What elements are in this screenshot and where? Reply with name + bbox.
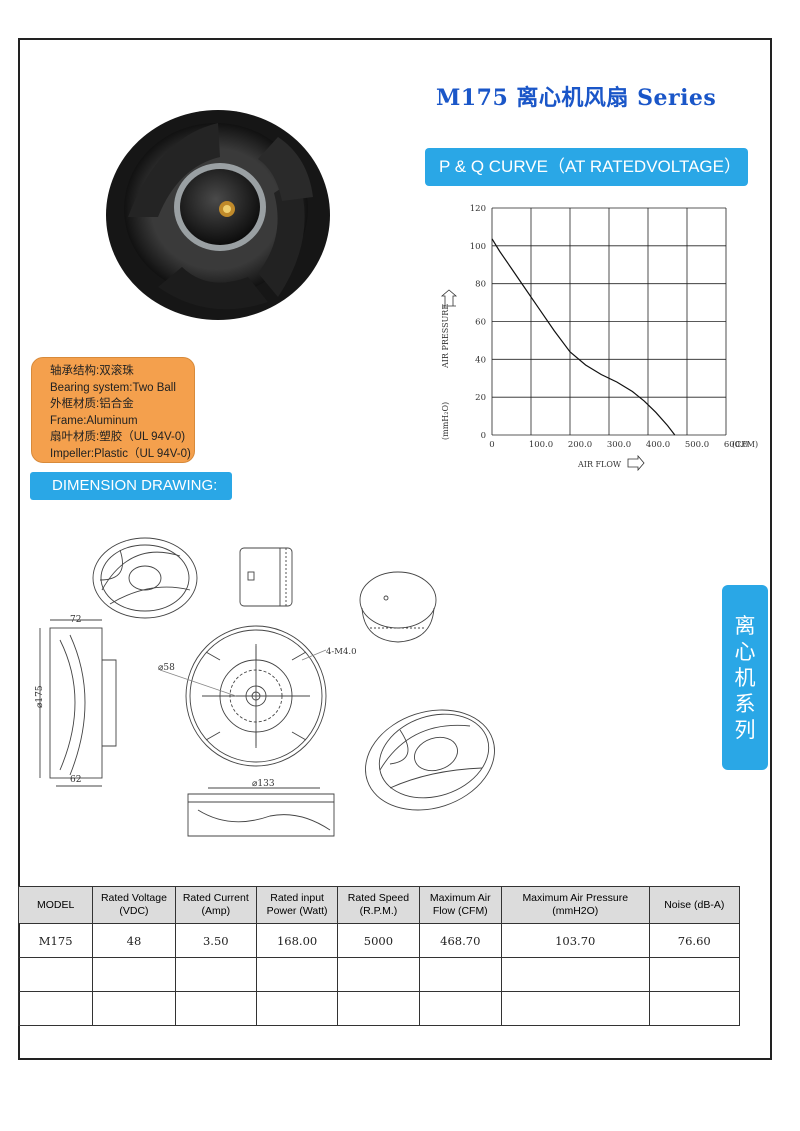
y-axis-arrow-icon — [440, 289, 458, 307]
cell-empty — [337, 957, 420, 992]
y-tick-label: 120 — [470, 204, 486, 214]
x-unit-label: (CFM) — [732, 440, 758, 449]
side-tab-char: 心 — [734, 639, 756, 664]
y-tick-label: 0 — [481, 431, 486, 441]
y-tick-label: 40 — [475, 355, 486, 365]
spec-frame-cn: 外框材质:铝合金 — [50, 398, 134, 411]
cell-empty — [500, 957, 650, 992]
y-tick-label: 20 — [475, 393, 486, 403]
dim-holes: 4-M4.0 — [326, 647, 357, 657]
series-side-tab: 离 心 机 系 列 — [722, 585, 768, 770]
y-tick-label: 80 — [475, 280, 486, 290]
iso-fan-outline-bottom — [365, 709, 495, 811]
dimension-drawing-banner: DIMENSION DRAWING: — [30, 472, 232, 500]
cell-empty — [418, 957, 502, 992]
spec-table: MODEL Rated Voltage(VDC) Rated Current(A… — [17, 886, 741, 1026]
cell-empty — [418, 991, 502, 1026]
pq-curve-banner: P & Q CURVE（AT RATEDVOLTAGE） — [425, 148, 748, 186]
cell-empty — [500, 991, 650, 1026]
y-axis-label: AIR PRESSURE — [441, 304, 450, 369]
dim-width-bottom: 62 — [70, 775, 81, 785]
x-tick-label: 200.0 — [568, 440, 592, 450]
side-tab-char: 系 — [734, 691, 756, 716]
cell-noise: 76.60 — [648, 923, 741, 958]
dim-inner-dia: ⌀133 — [252, 779, 275, 789]
cell-current: 3.50 — [174, 923, 257, 958]
cell-empty — [17, 957, 94, 992]
table-row — [17, 991, 741, 1026]
pq-curve-chart: 0 100.0 200.0 300.0 400.0 500.0 600.0 0 20 40 60 80… — [440, 204, 758, 472]
spec-impeller-en: Impeller:Plastic（UL 94V-0) — [50, 447, 191, 460]
page-frame — [18, 38, 772, 1060]
pq-curve-line — [491, 238, 676, 436]
page-title: M175 离心机风扇 Series — [436, 85, 717, 111]
x-axis-arrow-icon — [627, 454, 645, 472]
header-noise: Noise (dB-A) — [648, 886, 741, 924]
x-tick-label: 400.0 — [646, 440, 670, 450]
motor-iso-view — [359, 571, 437, 643]
x-tick-label: 500.0 — [685, 440, 709, 450]
side-tab-char: 机 — [734, 665, 756, 690]
x-tick-label: 0 — [489, 440, 494, 450]
table-header-row: MODEL Rated Voltage(VDC) Rated Current(A… — [17, 886, 741, 924]
cell-empty — [255, 991, 339, 1026]
header-max-pressure: Maximum Air Pressure(mmH2O) — [500, 886, 650, 924]
spec-bearing-en: Bearing system:Two Ball — [50, 381, 176, 394]
front-view-drawing — [159, 625, 327, 767]
cell-empty — [648, 957, 741, 992]
dimension-drawings: 72 ⌀175 62 ⌀58 4-M4.0 ⌀133 — [35, 537, 495, 837]
side-tab-char: 列 — [734, 717, 756, 742]
table-row: M175 48 3.50 168.00 5000 468.70 103.70 7… — [17, 923, 741, 958]
dim-height-side: ⌀175 — [35, 685, 45, 708]
x-axis-label: AIR FLOW — [577, 460, 622, 469]
header-rated-speed: Rated Speed(R.P.M.) — [337, 886, 420, 924]
cell-empty — [648, 991, 741, 1026]
cell-power: 168.00 — [255, 923, 339, 958]
iso-fan-outline-top — [92, 537, 198, 619]
x-tick-label: 300.0 — [607, 440, 631, 450]
header-model: MODEL — [17, 886, 94, 924]
cell-model: M175 — [17, 923, 94, 958]
table-row — [17, 957, 741, 992]
bottom-profile-drawing — [187, 787, 335, 837]
x-tick-label: 600.0 — [724, 440, 748, 450]
cell-pressure: 103.70 — [500, 923, 650, 958]
dim-width-top: 72 — [70, 615, 81, 625]
fan-product-image — [106, 110, 330, 320]
dim-hub-dia: ⌀58 — [158, 663, 175, 673]
y-unit-label: (mmH₂O) — [441, 402, 450, 440]
cell-empty — [92, 957, 176, 992]
spec-frame-en: Frame:Aluminum — [50, 414, 138, 427]
cell-empty — [255, 957, 339, 992]
cell-empty — [17, 991, 94, 1026]
cell-empty — [337, 991, 420, 1026]
header-rated-voltage: Rated Voltage(VDC) — [92, 886, 176, 924]
y-tick-label: 60 — [475, 318, 486, 328]
cell-empty — [174, 991, 257, 1026]
header-rated-current: Rated Current(Amp) — [174, 886, 257, 924]
cell-empty — [92, 991, 176, 1026]
side-tab-char: 离 — [734, 613, 756, 638]
side-profile-drawing — [39, 619, 117, 787]
spec-impeller-cn: 扇叶材质:塑胶（UL 94V-0) — [50, 431, 186, 444]
x-tick-label: 100.0 — [529, 440, 553, 450]
cell-airflow: 468.70 — [418, 923, 502, 958]
cell-voltage: 48 — [92, 923, 176, 958]
cell-empty — [174, 957, 257, 992]
cell-speed: 5000 — [337, 923, 420, 958]
y-tick-label: 100 — [470, 242, 486, 252]
spec-bearing-cn: 轴承结构:双滚珠 — [50, 365, 134, 377]
motor-side-view — [239, 547, 293, 607]
spec-box: 轴承结构:双滚珠 Bearing system:Two Ball 外框材质:铝合… — [31, 357, 195, 463]
